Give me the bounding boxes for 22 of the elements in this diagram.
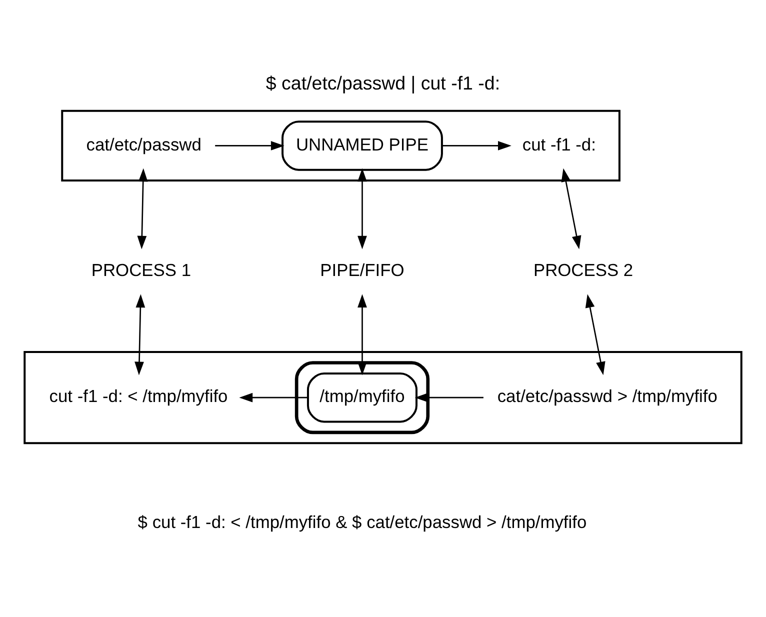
node-text: cat/etc/passwd <box>86 134 202 154</box>
arrow <box>414 392 484 402</box>
node-text: PROCESS 1 <box>91 260 191 280</box>
node-text: PROCESS 2 <box>533 260 634 280</box>
caption: $ cut -f1 -d: < /tmp/myfifo & $ cat/etc/passwd > /tmp/myfifo <box>138 512 587 532</box>
arrow <box>137 168 148 250</box>
arrow <box>215 141 284 150</box>
arrow <box>585 294 606 376</box>
node-text: cut -f1 -d: <box>522 134 596 154</box>
arrow <box>358 294 367 376</box>
node-text: cat/etc/passwd > /tmp/myfifo <box>497 386 718 406</box>
cluster <box>24 351 742 444</box>
node-box: /tmp/myfifo <box>306 372 418 423</box>
diagram-title: $ cat/etc/passwd | cut -f1 -d: <box>266 72 500 94</box>
node-box: UNNAMED PIPE <box>282 120 443 171</box>
arrow <box>358 168 367 250</box>
arrow <box>134 294 146 376</box>
arrow <box>561 168 582 250</box>
node-text: PIPE/FIFO <box>320 260 404 280</box>
node-text: cut -f1 -d: < /tmp/myfifo <box>49 386 228 406</box>
arrow <box>239 392 308 402</box>
arrow <box>442 141 512 150</box>
